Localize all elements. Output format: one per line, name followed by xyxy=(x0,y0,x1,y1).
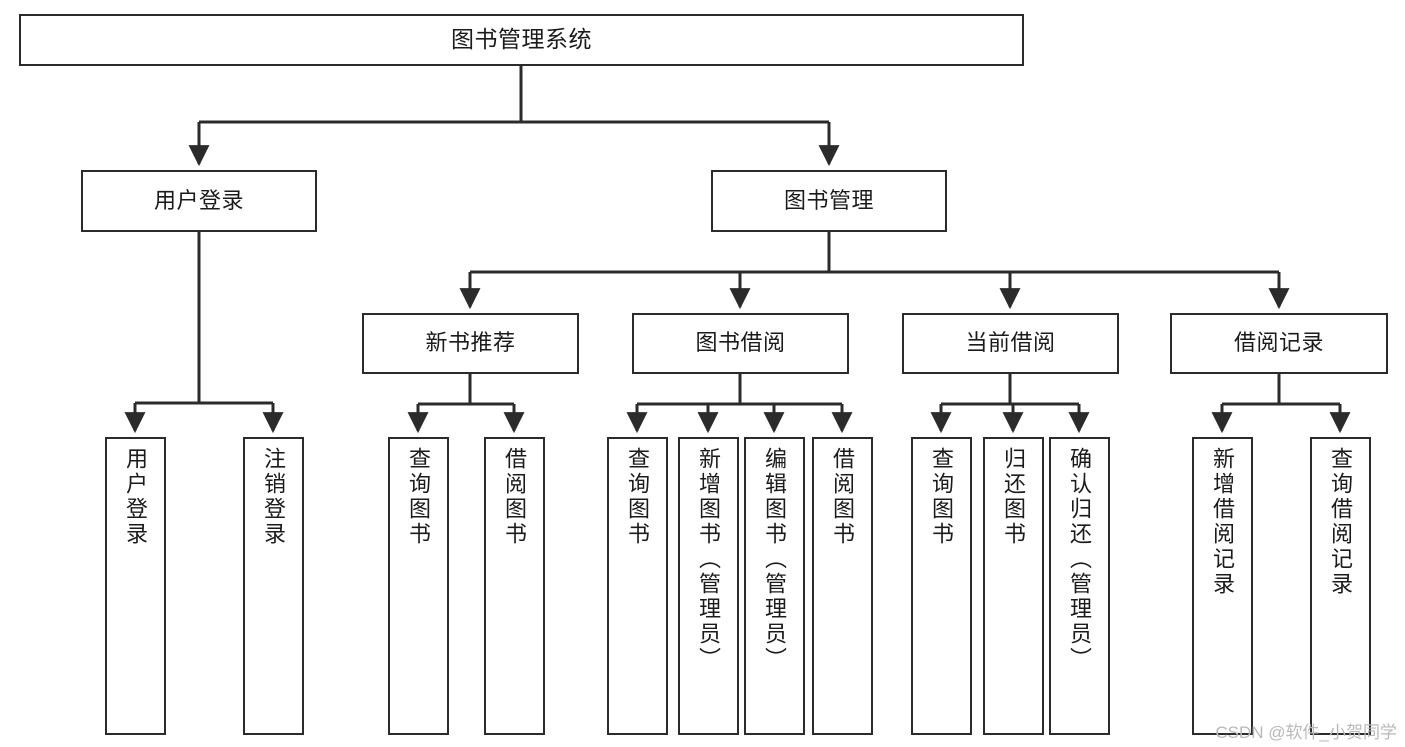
leaf-node-edit-book-admin[interactable]: 编辑图书（管理员） xyxy=(744,437,805,735)
node-label: 借阅图书 xyxy=(502,447,528,547)
leaf-node-query-book-recommend[interactable]: 查询图书 xyxy=(388,437,449,735)
node-user-login[interactable]: 用户登录 xyxy=(81,170,317,232)
node-label: 查询图书 xyxy=(625,447,651,547)
node-label: 借阅记录 xyxy=(1233,330,1324,356)
node-root-system[interactable]: 图书管理系统 xyxy=(19,14,1024,66)
node-label: 当前借阅 xyxy=(965,330,1056,356)
node-label: 新增图书（管理员） xyxy=(696,447,722,672)
node-book-management[interactable]: 图书管理 xyxy=(711,170,947,232)
node-current-borrow[interactable]: 当前借阅 xyxy=(902,313,1119,374)
node-book-borrow[interactable]: 图书借阅 xyxy=(632,313,849,374)
node-label: 查询图书 xyxy=(929,447,955,547)
leaf-node-query-borrow-record[interactable]: 查询借阅记录 xyxy=(1310,437,1371,735)
leaf-node-query-book-borrow[interactable]: 查询图书 xyxy=(607,437,668,735)
leaf-node-query-book-current[interactable]: 查询图书 xyxy=(911,437,972,735)
node-label: 注销登录 xyxy=(261,447,287,547)
node-borrow-record[interactable]: 借阅记录 xyxy=(1170,313,1388,374)
node-label: 用户登录 xyxy=(153,187,244,213)
node-label: 图书管理系统 xyxy=(451,26,592,53)
node-new-book-recommend[interactable]: 新书推荐 xyxy=(362,313,579,374)
leaf-node-add-borrow-record[interactable]: 新增借阅记录 xyxy=(1192,437,1253,735)
node-label: 新增借阅记录 xyxy=(1210,447,1236,597)
leaf-node-confirm-return-admin[interactable]: 确认归还（管理员） xyxy=(1049,437,1110,735)
node-label: 查询借阅记录 xyxy=(1328,447,1354,597)
node-label: 查询图书 xyxy=(406,447,432,547)
leaf-node-user-login[interactable]: 用户登录 xyxy=(105,437,166,735)
leaf-node-add-book-admin[interactable]: 新增图书（管理员） xyxy=(678,437,739,735)
leaf-node-logout-login[interactable]: 注销登录 xyxy=(243,437,304,735)
node-label: 图书借阅 xyxy=(695,330,786,356)
node-label: 确认归还（管理员） xyxy=(1067,447,1093,672)
node-label: 编辑图书（管理员） xyxy=(762,447,788,672)
leaf-node-borrow-book-recommend[interactable]: 借阅图书 xyxy=(484,437,545,735)
node-label: 借阅图书 xyxy=(830,447,856,547)
node-label: 新书推荐 xyxy=(425,330,516,356)
node-label: 归还图书 xyxy=(1001,447,1027,547)
leaf-node-borrow-book[interactable]: 借阅图书 xyxy=(812,437,873,735)
node-label: 图书管理 xyxy=(783,187,874,213)
node-label: 用户登录 xyxy=(123,447,149,547)
leaf-node-return-book[interactable]: 归还图书 xyxy=(983,437,1044,735)
csdn-watermark: CSDN @软件_小贺同学 xyxy=(1215,723,1397,742)
